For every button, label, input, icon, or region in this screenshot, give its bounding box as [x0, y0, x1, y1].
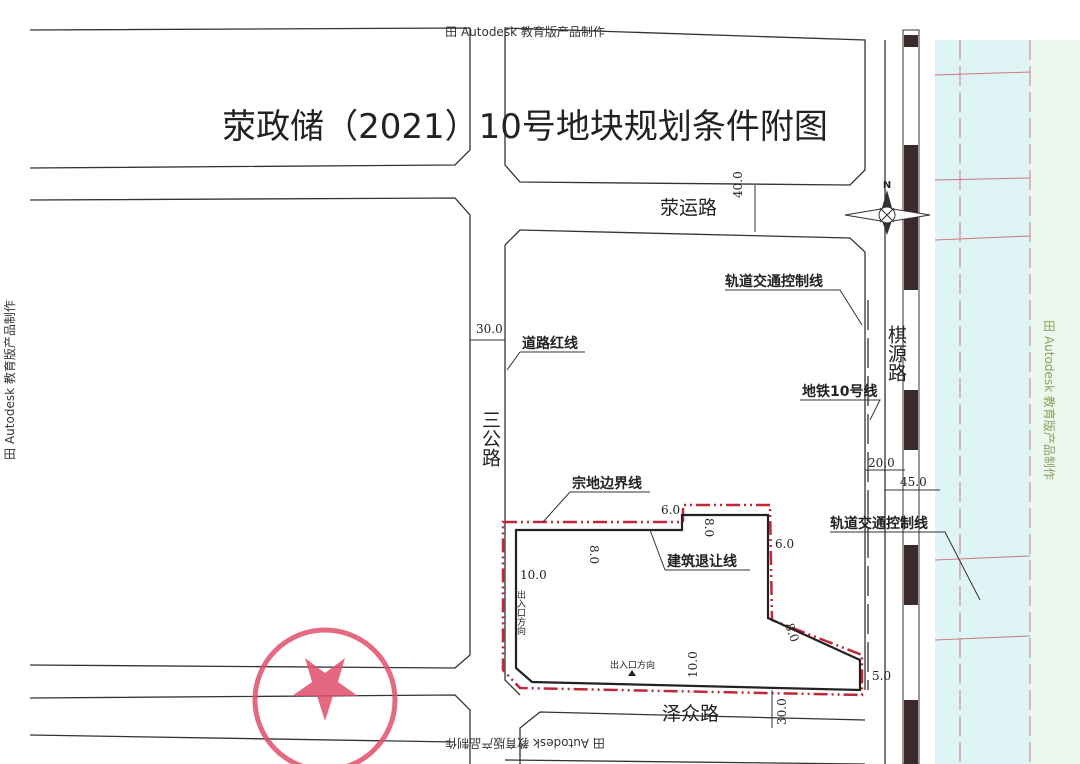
watermark-bottom: 田 Autodesk 教育版产品制作 [445, 736, 605, 751]
dim-setback-notch: 6.0 [661, 503, 680, 517]
label-metro-line: 地铁10号线 [802, 383, 877, 400]
dim-rail-offset: 20.0 [868, 456, 895, 470]
north-label: N [883, 180, 891, 191]
dim-bottom-road-width: 30.0 [775, 698, 789, 725]
road-name-top: 荥运路 [660, 197, 717, 219]
city-blocks [29, 27, 886, 764]
label-road-red-line: 道路红线 [522, 335, 578, 352]
building-setback-line [514, 513, 862, 692]
dim-rail-width: 45.0 [900, 475, 927, 489]
dim-setback-diagonal: 8.0 [782, 621, 802, 644]
scan-edge [1030, 40, 1080, 764]
parcel-boundary-line [501, 503, 864, 697]
entrance-arrow-icon [628, 670, 636, 676]
label-entrance-left: 出入口方向 [515, 589, 526, 635]
dim-top-road-width: 40.0 [731, 171, 745, 198]
metro-line-strip [902, 29, 920, 764]
dim-setback-right: 6.0 [775, 537, 794, 551]
road-name-bottom: 泽众路 [662, 703, 719, 725]
label-rail-control-line-top: 轨道交通控制线 [725, 273, 823, 290]
dim-setback-bottom: 10.0 [686, 651, 700, 678]
watermark-right: 田 Autodesk 教育版产品制作 [1042, 320, 1057, 480]
dim-setback-corner: 5.0 [872, 669, 891, 683]
official-stamp [252, 627, 398, 764]
watermark-left: 田 Autodesk 教育版产品制作 [2, 300, 17, 460]
dim-setback-left: 10.0 [520, 568, 547, 582]
road-name-right: 棋源路 [885, 325, 907, 382]
label-entrance-bottom: 出入口方向 [610, 659, 655, 671]
rail-corridor-lines [934, 40, 1031, 764]
dim-setback-top-left: 8.0 [587, 545, 601, 564]
north-arrow-icon [844, 190, 931, 235]
label-building-setback: 建筑退让线 [667, 553, 737, 570]
map-title: 荥政储（2021）10号地块规划条件附图 [222, 107, 828, 147]
dim-setback-top-right: 8.0 [702, 518, 716, 537]
dim-left-road-width: 30.0 [476, 322, 503, 336]
label-rail-control-line-right: 轨道交通控制线 [830, 515, 928, 532]
label-parcel-boundary: 宗地边界线 [572, 475, 642, 492]
dimension-lines [470, 185, 940, 728]
leader-lines [506, 289, 981, 601]
road-name-left: 三公路 [479, 410, 501, 467]
watermark-top: 田 Autodesk 教育版产品制作 [445, 24, 605, 39]
